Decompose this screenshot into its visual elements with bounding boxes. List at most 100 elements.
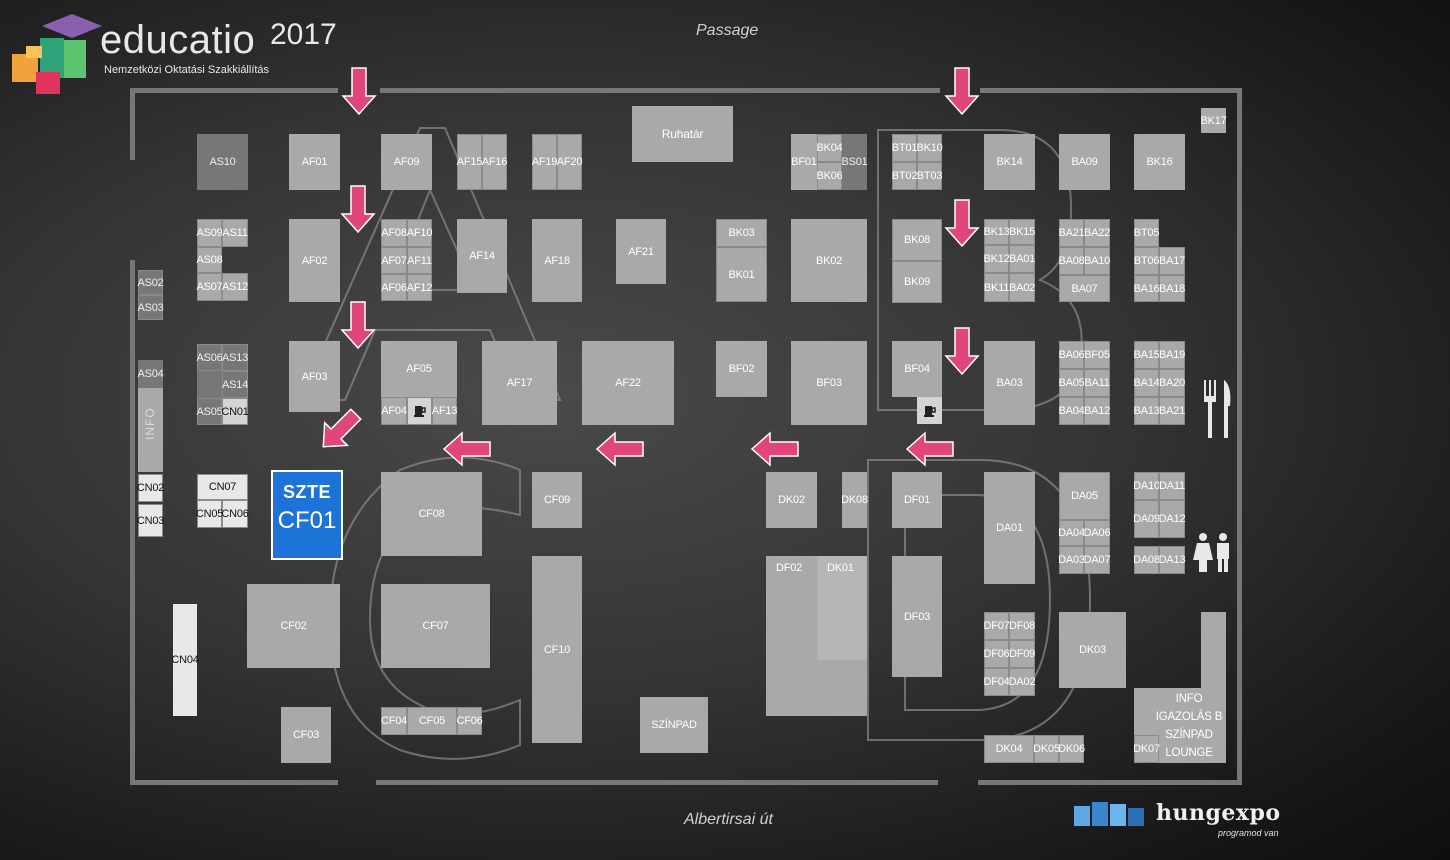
- booth-bt02[interactable]: BT02: [892, 162, 917, 190]
- booth-af08[interactable]: AF08: [381, 219, 407, 247]
- booth-bk04[interactable]: BK04: [816, 134, 843, 162]
- booth-da08[interactable]: DA08: [1133, 546, 1160, 574]
- booth-bf03[interactable]: BF03: [791, 341, 867, 425]
- booth-dk08[interactable]: DK08: [841, 472, 868, 528]
- booth-af21[interactable]: AF21: [616, 219, 666, 284]
- coffee-booth-b[interactable]: [917, 397, 942, 424]
- booth-ba09[interactable]: BA09: [1059, 134, 1110, 190]
- booth-bf01[interactable]: BF01: [791, 134, 817, 190]
- booth-da10[interactable]: DA10: [1133, 472, 1160, 500]
- booth-ba02[interactable]: BA02: [1009, 273, 1035, 302]
- booth-da02[interactable]: DA02: [1009, 668, 1036, 696]
- booth-ba18[interactable]: BA18: [1159, 275, 1185, 302]
- booth-as10[interactable]: AS10: [197, 134, 248, 190]
- booth-ba16[interactable]: BA16: [1133, 275, 1160, 302]
- booth-cf04[interactable]: CF04: [381, 707, 407, 735]
- booth-ba15[interactable]: BA15: [1133, 341, 1160, 369]
- booth-bk09[interactable]: BK09: [892, 261, 942, 303]
- booth-bf04[interactable]: BF04: [892, 341, 942, 397]
- booth-cf07[interactable]: CF07: [381, 584, 490, 668]
- booth-ba22[interactable]: BA22: [1084, 219, 1110, 247]
- booth-ba07[interactable]: BA07: [1059, 275, 1110, 302]
- booth-af15[interactable]: AF15: [457, 134, 482, 190]
- szte-cf01-highlight[interactable]: SZTE CF01: [271, 470, 343, 560]
- booth-da03[interactable]: DA03: [1058, 546, 1085, 574]
- booth-ba10[interactable]: BA10: [1084, 247, 1110, 275]
- booth-df04[interactable]: DF04: [983, 668, 1010, 696]
- booth-cf10[interactable]: CF10: [532, 556, 582, 743]
- booth-ba21[interactable]: BA21: [1058, 219, 1085, 247]
- booth-da09[interactable]: DA09: [1133, 500, 1160, 538]
- booth-cf03[interactable]: CF03: [281, 707, 331, 763]
- booth-dk03[interactable]: DK03: [1059, 612, 1126, 688]
- booth-af19[interactable]: AF19: [532, 134, 557, 190]
- booth-af20[interactable]: AF20: [557, 134, 582, 190]
- booth-as14[interactable]: AS14: [222, 371, 248, 398]
- booth-cn01[interactable]: CN01: [221, 398, 249, 425]
- booth-ba17[interactable]: BA17: [1159, 247, 1185, 275]
- booth-bf02[interactable]: BF02: [716, 341, 767, 397]
- booth-bk12[interactable]: BK12: [983, 245, 1010, 273]
- booth-df03[interactable]: DF03: [892, 556, 942, 677]
- booth-as12[interactable]: AS12: [222, 273, 248, 301]
- booth-dk01[interactable]: DK01: [817, 556, 867, 660]
- booth-dk04[interactable]: DK04: [984, 735, 1034, 763]
- booth-af05[interactable]: AF05: [381, 341, 457, 397]
- booth-as06[interactable]: AS06: [196, 344, 223, 371]
- booth-af06[interactable]: AF06: [381, 274, 407, 301]
- booth-as11[interactable]: AS11: [222, 219, 248, 247]
- booth-dk05[interactable]: DK05: [1033, 735, 1060, 763]
- booth-da07[interactable]: DA07: [1084, 546, 1111, 574]
- booth-ba13[interactable]: BA13: [1133, 397, 1160, 425]
- booth-bt05[interactable]: BT05: [1134, 219, 1159, 247]
- booth-bk17[interactable]: BK17: [1200, 108, 1227, 133]
- booth-dk07[interactable]: DK07: [1133, 735, 1160, 763]
- booth-ba03[interactable]: BA03: [984, 341, 1035, 425]
- booth-df06[interactable]: DF06: [983, 640, 1010, 668]
- booth-as13[interactable]: AS13: [222, 344, 248, 371]
- booth-bk02[interactable]: BK02: [791, 219, 867, 302]
- booth-dk02[interactable]: DK02: [766, 472, 817, 528]
- booth-ba01[interactable]: BA01: [1009, 245, 1035, 273]
- booth-bk16[interactable]: BK16: [1134, 134, 1185, 190]
- booth-af02[interactable]: AF02: [289, 219, 340, 302]
- booth-af01[interactable]: AF01: [289, 134, 340, 190]
- booth-bk06[interactable]: BK06: [816, 162, 843, 190]
- booth-bk01[interactable]: BK01: [716, 247, 767, 302]
- booth-bk11[interactable]: BK11: [984, 273, 1009, 302]
- booth-cf09[interactable]: CF09: [532, 472, 582, 528]
- booth-as02[interactable]: AS02: [137, 270, 164, 295]
- booth-as05[interactable]: AS05: [196, 398, 223, 425]
- booth-df07[interactable]: DF07: [983, 612, 1010, 640]
- booth-as-blank[interactable]: [197, 371, 222, 398]
- booth-da06[interactable]: DA06: [1084, 520, 1111, 546]
- booth-ba21-b[interactable]: BA21: [1159, 397, 1185, 425]
- booth-cf02[interactable]: CF02: [247, 584, 340, 668]
- booth-cn06[interactable]: CN06: [221, 500, 249, 528]
- booth-bf05[interactable]: BF05: [1084, 341, 1110, 369]
- booth-as07[interactable]: AS07: [196, 273, 223, 301]
- booth-af10[interactable]: AF10: [407, 219, 432, 247]
- booth-ba08[interactable]: BA08: [1058, 247, 1085, 275]
- info-lounge-box[interactable]: INFO IGAZOLÁS B SZÍNPAD LOUNGE: [1134, 688, 1226, 763]
- booth-af17[interactable]: AF17: [482, 341, 557, 425]
- booth-dk06[interactable]: DK06: [1058, 735, 1085, 763]
- info-booth-side[interactable]: INFO: [138, 388, 163, 472]
- booth-da01[interactable]: DA01: [984, 472, 1035, 584]
- booth-bs01[interactable]: BS01: [841, 134, 868, 190]
- booth-df08[interactable]: DF08: [1009, 612, 1035, 640]
- booth-bk14[interactable]: BK14: [984, 134, 1035, 190]
- booth-szinpad[interactable]: SZÍNPAD: [640, 697, 708, 753]
- booth-da13[interactable]: DA13: [1159, 546, 1186, 574]
- booth-af09[interactable]: AF09: [381, 134, 432, 190]
- booth-cn07[interactable]: CN07: [197, 474, 248, 500]
- booth-as09[interactable]: AS09: [196, 219, 223, 247]
- booth-af04[interactable]: AF04: [381, 397, 407, 425]
- booth-cf05[interactable]: CF05: [407, 707, 457, 735]
- booth-bt06[interactable]: BT06: [1134, 247, 1159, 275]
- booth-af18[interactable]: AF18: [532, 219, 582, 302]
- booth-ba14[interactable]: BA14: [1133, 369, 1160, 397]
- booth-cf06[interactable]: CF06: [456, 707, 483, 735]
- booth-ba19[interactable]: BA19: [1159, 341, 1185, 369]
- booth-bt03[interactable]: BT03: [917, 162, 942, 190]
